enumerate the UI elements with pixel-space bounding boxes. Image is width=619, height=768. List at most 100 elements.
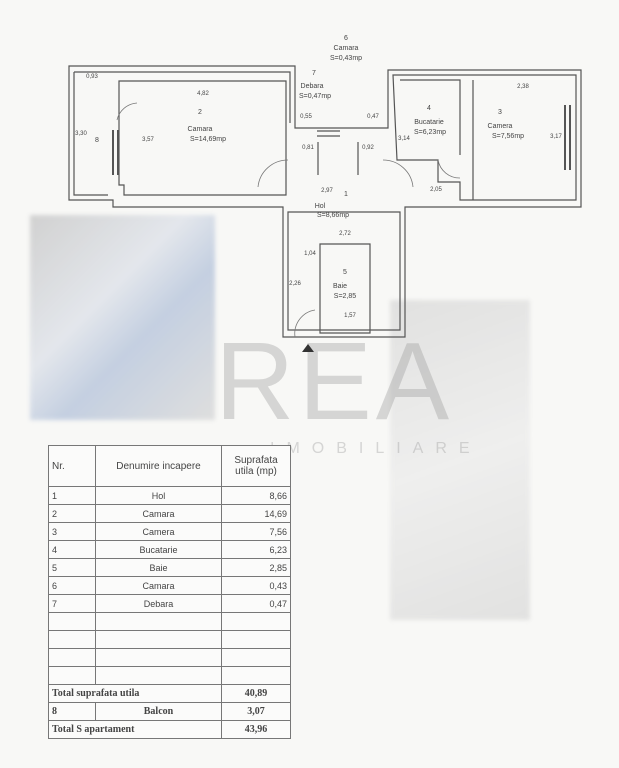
room-5-name: Baie xyxy=(333,283,347,290)
header-name: Denumire incapere xyxy=(95,445,222,487)
cell-name: Baie xyxy=(95,558,222,577)
cell-nr: 5 xyxy=(48,558,96,577)
cell-area: 7,56 xyxy=(221,522,291,541)
room-4-number: 4 xyxy=(427,105,431,112)
dim-label: 3,17 xyxy=(550,134,562,140)
room-2-area: S=14,69mp xyxy=(190,136,226,143)
watermark-sub: IMOBILIARE xyxy=(270,440,482,457)
room-7-number: 7 xyxy=(312,70,316,77)
cell-nr xyxy=(48,630,96,649)
dim-label: 3,30 xyxy=(75,131,87,137)
cell-area xyxy=(221,630,291,649)
cell-name: Camara xyxy=(95,504,222,523)
dim-label: 3,14 xyxy=(398,136,410,142)
blurred-region-left xyxy=(30,215,215,420)
dim-label: 2,26 xyxy=(289,281,301,287)
cell-nr: 1 xyxy=(48,486,96,505)
cell-name: Camara xyxy=(95,576,222,595)
cell-name: Bucatarie xyxy=(95,540,222,559)
cell-area xyxy=(221,666,291,685)
cell-name xyxy=(95,612,222,631)
dimensions: 0,93 4,82 2,38 3,57 3,17 3,30 0,81 0,92 … xyxy=(75,74,562,319)
room-1-name: Hol xyxy=(315,203,326,210)
dim-label: 1,57 xyxy=(344,313,356,319)
dim-label: 2,97 xyxy=(321,188,333,194)
room-5-area: S=2,85 xyxy=(334,293,356,300)
cell-area xyxy=(221,612,291,631)
dim-label: 0,47 xyxy=(367,114,379,120)
walls xyxy=(68,65,582,338)
cell-name: Camera xyxy=(95,522,222,541)
room-area-table: Nr. Denumire incapere Suprafata utila (m… xyxy=(48,445,291,739)
room-3-name: Camera xyxy=(488,123,513,130)
dim-label: 2,72 xyxy=(339,231,351,237)
room-4-name: Bucatarie xyxy=(414,119,444,126)
dim-label: 2,38 xyxy=(517,84,529,90)
balcon-nr: 8 xyxy=(48,702,96,721)
dim-label: 3,57 xyxy=(142,137,154,143)
table-row xyxy=(48,666,291,685)
total-value: 43,96 xyxy=(221,720,291,739)
cell-nr: 4 xyxy=(48,540,96,559)
doors xyxy=(116,102,461,338)
total-util-value: 40,89 xyxy=(221,684,291,703)
cell-area: 6,23 xyxy=(221,540,291,559)
room-3-area: S=7,56mp xyxy=(492,133,524,140)
cell-nr xyxy=(48,648,96,667)
header-nr: Nr. xyxy=(48,445,96,487)
watermark-logo: REA xyxy=(215,320,454,443)
room-1-number: 1 xyxy=(344,191,348,198)
cell-nr: 2 xyxy=(48,504,96,523)
room-7-area: S=0,47mp xyxy=(299,93,331,100)
cell-area: 0,47 xyxy=(221,594,291,613)
cell-name xyxy=(95,648,222,667)
room-1-area: S=8,66mp xyxy=(317,212,349,219)
entrance-arrow-icon xyxy=(302,344,314,352)
dim-label: 0,92 xyxy=(362,145,374,151)
room-5-number: 5 xyxy=(343,269,347,276)
room-8-number: 8 xyxy=(95,137,99,144)
room-6-name: Camara xyxy=(334,45,359,52)
cell-nr: 6 xyxy=(48,576,96,595)
table-row xyxy=(48,648,291,667)
total-util-label: Total suprafata utila xyxy=(48,684,222,703)
room-3-number: 3 xyxy=(498,109,502,116)
room-7-name: Debara xyxy=(301,83,324,90)
header-area: Suprafata utila (mp) xyxy=(221,445,291,487)
cell-name xyxy=(95,666,222,685)
room-6-area: S=0,43mp xyxy=(330,55,362,62)
cell-nr xyxy=(48,612,96,631)
total-row: Total S apartament 43,96 xyxy=(48,720,291,739)
blurred-region-right xyxy=(390,300,530,620)
cell-area: 0,43 xyxy=(221,576,291,595)
balcon-row: 8 Balcon 3,07 xyxy=(48,702,291,721)
table-row xyxy=(48,612,291,631)
cell-name: Debara xyxy=(95,594,222,613)
room-4-area: S=6,23mp xyxy=(414,129,446,136)
cell-nr xyxy=(48,666,96,685)
table-row xyxy=(48,630,291,649)
cell-nr: 7 xyxy=(48,594,96,613)
cell-area: 2,85 xyxy=(221,558,291,577)
dim-label: 0,81 xyxy=(302,145,314,151)
balcon-value: 3,07 xyxy=(221,702,291,721)
cell-area xyxy=(221,648,291,667)
room-2-name: Camara xyxy=(188,126,213,133)
cell-nr: 3 xyxy=(48,522,96,541)
dim-label: 2,05 xyxy=(430,187,442,193)
dim-label: 0,93 xyxy=(86,74,98,80)
balcon-label: Balcon xyxy=(95,702,222,721)
cell-name: Hol xyxy=(95,486,222,505)
dim-label: 1,04 xyxy=(304,251,316,257)
room-2-number: 2 xyxy=(198,109,202,116)
total-label: Total S apartament xyxy=(48,720,222,739)
dim-label: 4,82 xyxy=(197,91,209,97)
